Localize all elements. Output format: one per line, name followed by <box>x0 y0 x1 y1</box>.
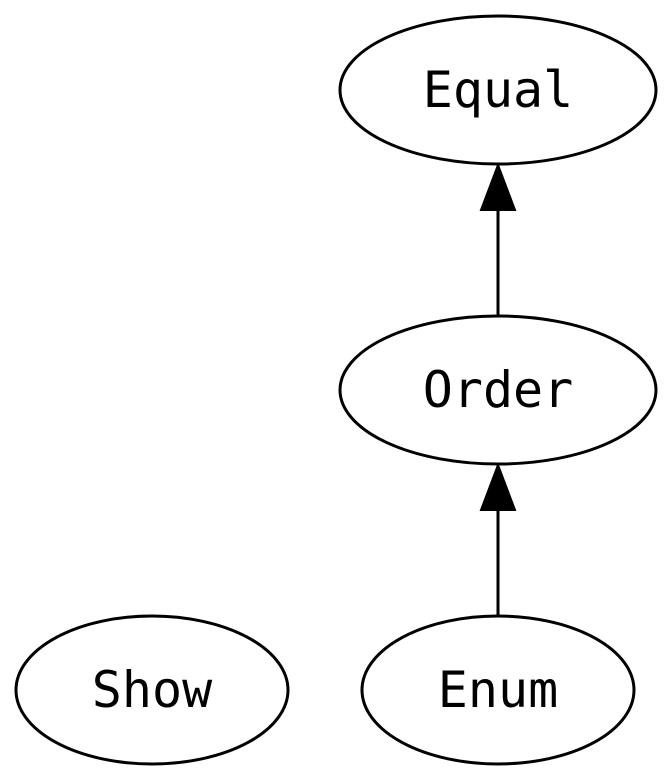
node-show: Show <box>14 614 290 766</box>
node-show-label: Show <box>92 661 213 719</box>
node-enum-label: Enum <box>438 661 558 719</box>
node-enum: Enum <box>360 614 636 766</box>
node-order-label: Order <box>423 361 574 419</box>
node-enum-shape <box>360 614 636 766</box>
node-equal-shape <box>338 14 658 166</box>
edge-enum-to-order <box>479 462 517 616</box>
node-equal-label: Equal <box>423 61 574 119</box>
node-equal: Equal <box>338 14 658 166</box>
edge-order-to-equal-arrowhead <box>479 162 517 211</box>
node-order-shape <box>338 314 658 466</box>
node-order: Order <box>338 314 658 466</box>
edge-enum-to-order-arrowhead <box>479 462 517 511</box>
edge-order-to-equal <box>479 162 517 316</box>
node-show-shape <box>14 614 290 766</box>
